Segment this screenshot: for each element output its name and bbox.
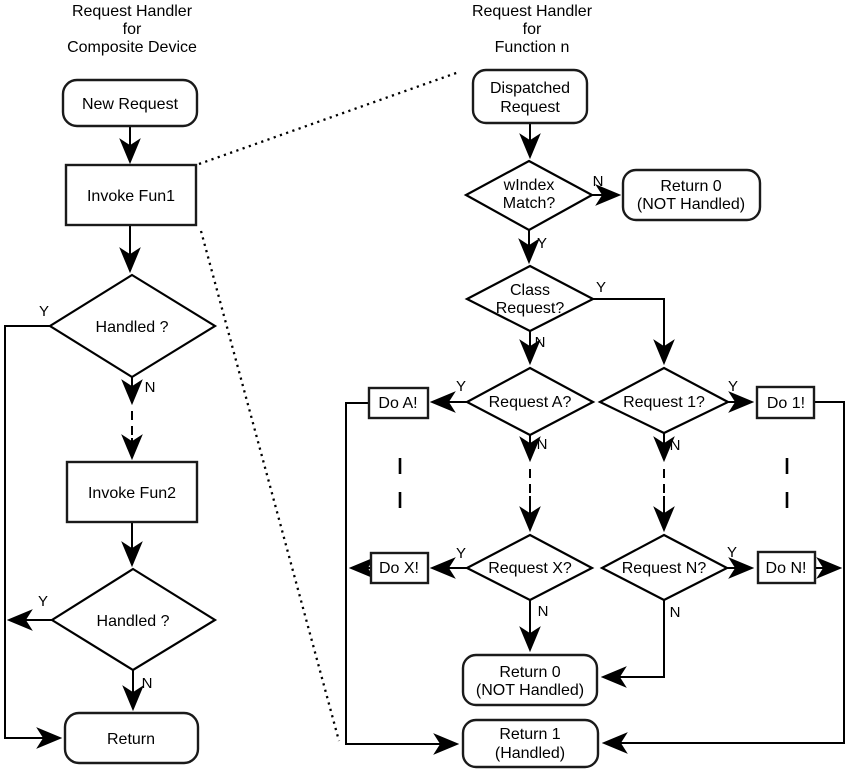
label-do-1: Do 1! — [767, 395, 805, 412]
label-request-1-no: N — [670, 437, 681, 454]
label-request-a-no: N — [537, 436, 548, 453]
label-new-request: New Request — [82, 96, 179, 113]
label-request-x: Request X? — [488, 560, 572, 577]
label-request-x-no: N — [538, 603, 549, 620]
label-dispatched-line1: Dispatched — [490, 80, 570, 97]
label-request-a: Request A? — [489, 394, 572, 411]
label-invoke-fun2: Invoke Fun2 — [88, 485, 176, 502]
label-handled2-no: N — [142, 675, 153, 692]
label-do-a: Do A! — [378, 395, 417, 412]
label-return0-bottom-line2: (NOT Handled) — [476, 682, 584, 699]
label-request-n-yes: Y — [727, 544, 737, 561]
label-windex-no: N — [593, 173, 604, 190]
node-windex-match — [463, 159, 595, 232]
node-invoke-fun1 — [64, 163, 198, 227]
label-request-n-no: N — [670, 604, 681, 621]
label-request-a-yes: Y — [456, 378, 466, 395]
label-windex-yes: Y — [537, 235, 547, 252]
node-class-request — [464, 264, 596, 333]
label-class-line1: Class — [510, 282, 550, 299]
label-handled-2: Handled ? — [97, 613, 170, 630]
label-windex-line2: Match? — [503, 195, 556, 212]
node-return — [63, 711, 200, 765]
label-class-line2: Request? — [496, 300, 565, 317]
node-dispatched-request — [471, 68, 589, 125]
label-return1-line1: Return 1 — [499, 726, 560, 743]
label-request-n: Request N? — [622, 560, 707, 577]
label-windex-line1: wIndex — [503, 177, 555, 194]
label-return0-top-line2: (NOT Handled) — [637, 196, 745, 213]
node-do-x — [369, 551, 430, 585]
edge-requestn-no-to-return0 — [600, 600, 665, 688]
label-class-no: N — [535, 334, 546, 351]
left-title-line1: Request Handler — [72, 3, 193, 20]
label-handled1-no: N — [145, 379, 156, 396]
node-return0-top — [621, 168, 762, 222]
label-return0-bottom-line1: Return 0 — [499, 664, 560, 681]
node-do-a — [367, 386, 430, 420]
leader-dotted-top — [198, 70, 460, 166]
node-handled-1 — [47, 273, 218, 379]
node-invoke-fun2 — [65, 460, 199, 524]
leader-dotted-bottom — [199, 230, 341, 742]
node-return0-bottom — [461, 653, 599, 707]
label-return: Return — [107, 731, 155, 748]
node-do-n — [756, 550, 817, 585]
label-handled1-yes: Y — [39, 303, 49, 320]
label-request-1-yes: Y — [728, 378, 738, 395]
node-request-x — [464, 533, 595, 602]
left-title-line3: Composite Device — [67, 39, 197, 56]
node-return1 — [461, 718, 600, 769]
right-title-line2: for — [523, 21, 542, 38]
label-request-1: Request 1? — [623, 394, 705, 411]
node-request-n — [599, 533, 730, 602]
edge-do1-rail-to-return1 — [601, 401, 845, 754]
right-title-line3: Function n — [495, 39, 570, 56]
label-request-x-yes: Y — [456, 545, 466, 562]
node-new-request — [61, 78, 199, 128]
left-title-line2: for — [123, 21, 142, 38]
label-do-n: Do N! — [766, 560, 807, 577]
edge-class-yes-to-request1 — [593, 298, 675, 366]
label-return1-line2: (Handled) — [495, 745, 565, 762]
node-request-a — [464, 366, 596, 437]
label-class-yes: Y — [596, 279, 606, 296]
label-handled-1: Handled ? — [96, 319, 169, 336]
label-invoke-fun1: Invoke Fun1 — [87, 188, 175, 205]
node-do-1 — [755, 385, 816, 420]
node-request-1 — [597, 366, 731, 435]
node-handled-2 — [49, 567, 218, 672]
edge-doa-rail-to-return1 — [345, 402, 460, 755]
label-return0-top-line1: Return 0 — [660, 178, 721, 195]
right-title-line1: Request Handler — [472, 3, 593, 20]
label-dispatched-line2: Request — [500, 99, 560, 116]
edge-handled1-yes-to-return — [4, 325, 63, 749]
label-handled2-yes: Y — [38, 593, 48, 610]
label-do-x: Do X! — [379, 560, 419, 577]
